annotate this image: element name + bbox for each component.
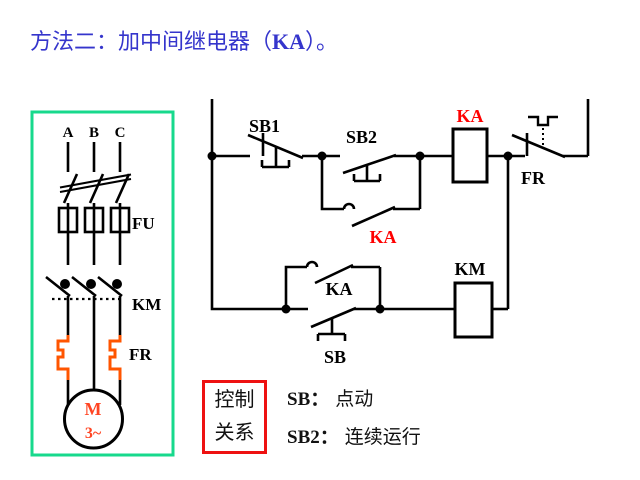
motor-label: M bbox=[85, 399, 102, 419]
control-circuit bbox=[207, 99, 590, 341]
motor-leads bbox=[66, 380, 122, 405]
contact-lower-leads bbox=[66, 296, 122, 390]
junction-dots bbox=[207, 151, 513, 314]
page-title: 方法二：加中间继电器（KA）。 bbox=[30, 24, 338, 56]
sb-no-pushbutton-icon bbox=[310, 306, 380, 341]
legend-box: 控制 关系 bbox=[202, 380, 267, 454]
sb1-nc-pushbutton-icon bbox=[247, 133, 322, 169]
km-coil-label: KM bbox=[455, 259, 486, 279]
fr-heater-label: FR bbox=[129, 345, 152, 364]
phase-c-label: C bbox=[115, 125, 126, 141]
power-circuit bbox=[30, 110, 175, 457]
motor-type-label: 3~ bbox=[85, 425, 102, 442]
km-main-contacts-icon bbox=[45, 275, 123, 301]
title-ka-highlight: KA bbox=[272, 29, 306, 54]
ka-coil-label: KA bbox=[457, 106, 484, 126]
legend-box-line1: 控制 bbox=[214, 389, 255, 411]
fr-contact-label: FR bbox=[521, 168, 546, 188]
sb1-label: SB1 bbox=[249, 116, 280, 136]
title-suffix: ）。 bbox=[305, 29, 339, 54]
legend-term-sb: SB： bbox=[287, 389, 330, 410]
fuse-wires bbox=[66, 203, 122, 265]
legend-box-line2: 关系 bbox=[214, 422, 255, 444]
left-bus bbox=[210, 99, 308, 311]
ka-contact-icon bbox=[284, 260, 382, 309]
legend-term-sb2: SB2： bbox=[287, 427, 339, 448]
km-contacts-label: KM bbox=[132, 295, 161, 314]
ka-parallel-label: KA bbox=[370, 227, 397, 247]
fr-nc-contact-icon bbox=[508, 99, 590, 159]
ka-coil-icon bbox=[451, 127, 489, 184]
legend-desc-sb2: 连续运行 bbox=[344, 427, 421, 448]
legend-desc-sb: 点动 bbox=[335, 389, 374, 410]
legend-item-sb: SB：点动 bbox=[287, 384, 421, 411]
ka-contact-label: KA bbox=[326, 279, 353, 299]
sb-label: SB bbox=[324, 347, 346, 367]
motor-icon bbox=[63, 388, 124, 450]
sb2-label: SB2 bbox=[346, 127, 377, 147]
fuse-label: FU bbox=[132, 214, 155, 233]
fuse-icon bbox=[57, 206, 131, 234]
km-coil-icon bbox=[453, 281, 494, 339]
power-frame bbox=[30, 110, 175, 457]
title-text: 方法二：加中间继电器（ bbox=[30, 29, 273, 54]
phase-b-label: B bbox=[89, 125, 99, 141]
fr-heater-icon bbox=[56, 335, 122, 380]
legend-item-sb2: SB2：连续运行 bbox=[287, 422, 421, 449]
phase-leads bbox=[66, 142, 122, 172]
sb2-no-pushbutton-icon bbox=[322, 153, 420, 183]
ka-parallel-contact-icon bbox=[320, 156, 422, 228]
knife-switch-icon bbox=[59, 173, 132, 204]
phase-a-label: A bbox=[63, 125, 74, 141]
legend-items: SB：点动 SB2：连续运行 bbox=[287, 384, 421, 460]
